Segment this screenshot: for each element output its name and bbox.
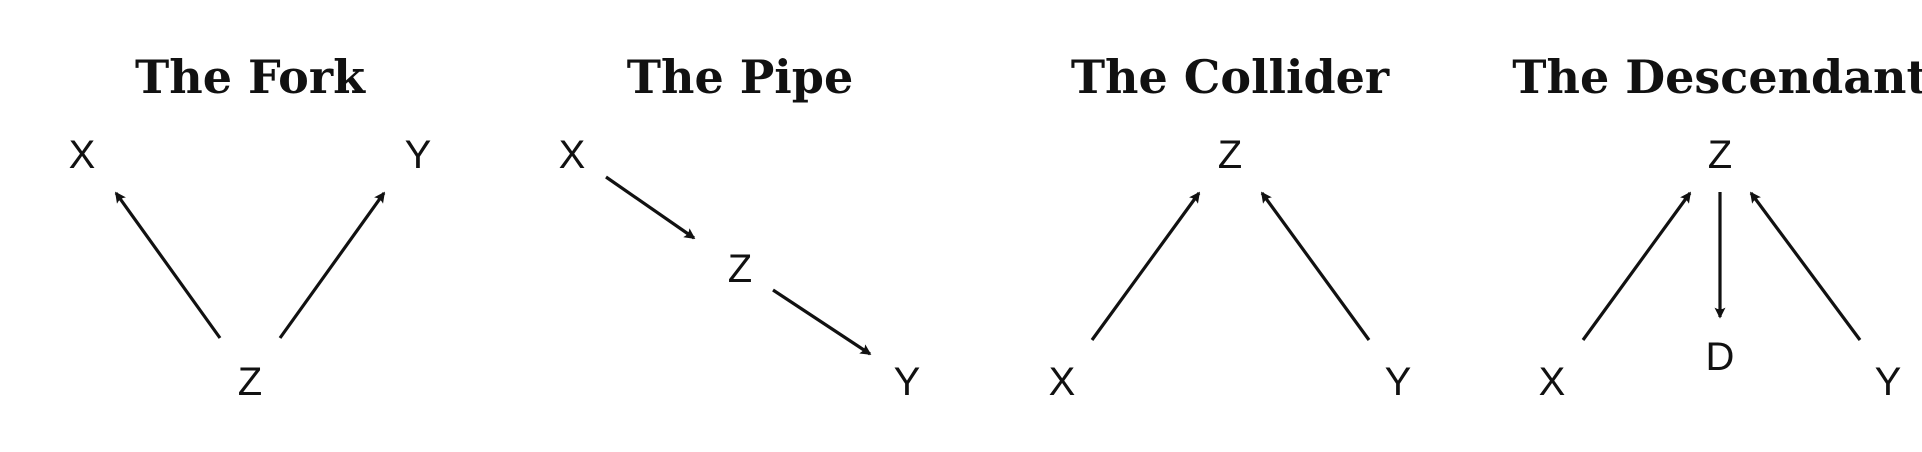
node-z: Z (728, 247, 752, 291)
node-x: X (1049, 360, 1076, 404)
node-y: Y (1385, 360, 1412, 404)
node-z: Z (1218, 133, 1242, 177)
edge-z-to-x (114, 191, 222, 339)
node-x: X (1539, 360, 1566, 404)
node-y: Y (1875, 360, 1902, 404)
edge-z-to-y (772, 288, 872, 356)
node-x: X (69, 133, 96, 177)
panel-title-collider: The Collider (1071, 50, 1390, 104)
node-y: Y (405, 133, 432, 177)
panel-fork: The Fork X Y Z (69, 50, 432, 404)
node-z: Z (238, 360, 262, 404)
panel-pipe: The Pipe X Z Y (559, 50, 921, 404)
node-d: D (1706, 335, 1735, 379)
panel-collider: The Collider Z X Y (1049, 50, 1412, 404)
panel-title-descendant: The Descendant (1512, 50, 1922, 104)
panel-title-fork: The Fork (135, 50, 366, 104)
node-x: X (559, 133, 586, 177)
edge-x-to-z (1581, 191, 1692, 341)
edge-x-to-z (605, 175, 696, 240)
edge-x-to-z (1090, 191, 1201, 341)
panel-descendant: The Descendant Z X Y D (1512, 50, 1922, 404)
edge-z-to-y (278, 191, 386, 339)
edge-y-to-z (1749, 191, 1862, 341)
panel-title-pipe: The Pipe (627, 50, 853, 104)
edge-y-to-z (1260, 191, 1371, 341)
node-z: Z (1708, 133, 1732, 177)
node-y: Y (894, 360, 921, 404)
